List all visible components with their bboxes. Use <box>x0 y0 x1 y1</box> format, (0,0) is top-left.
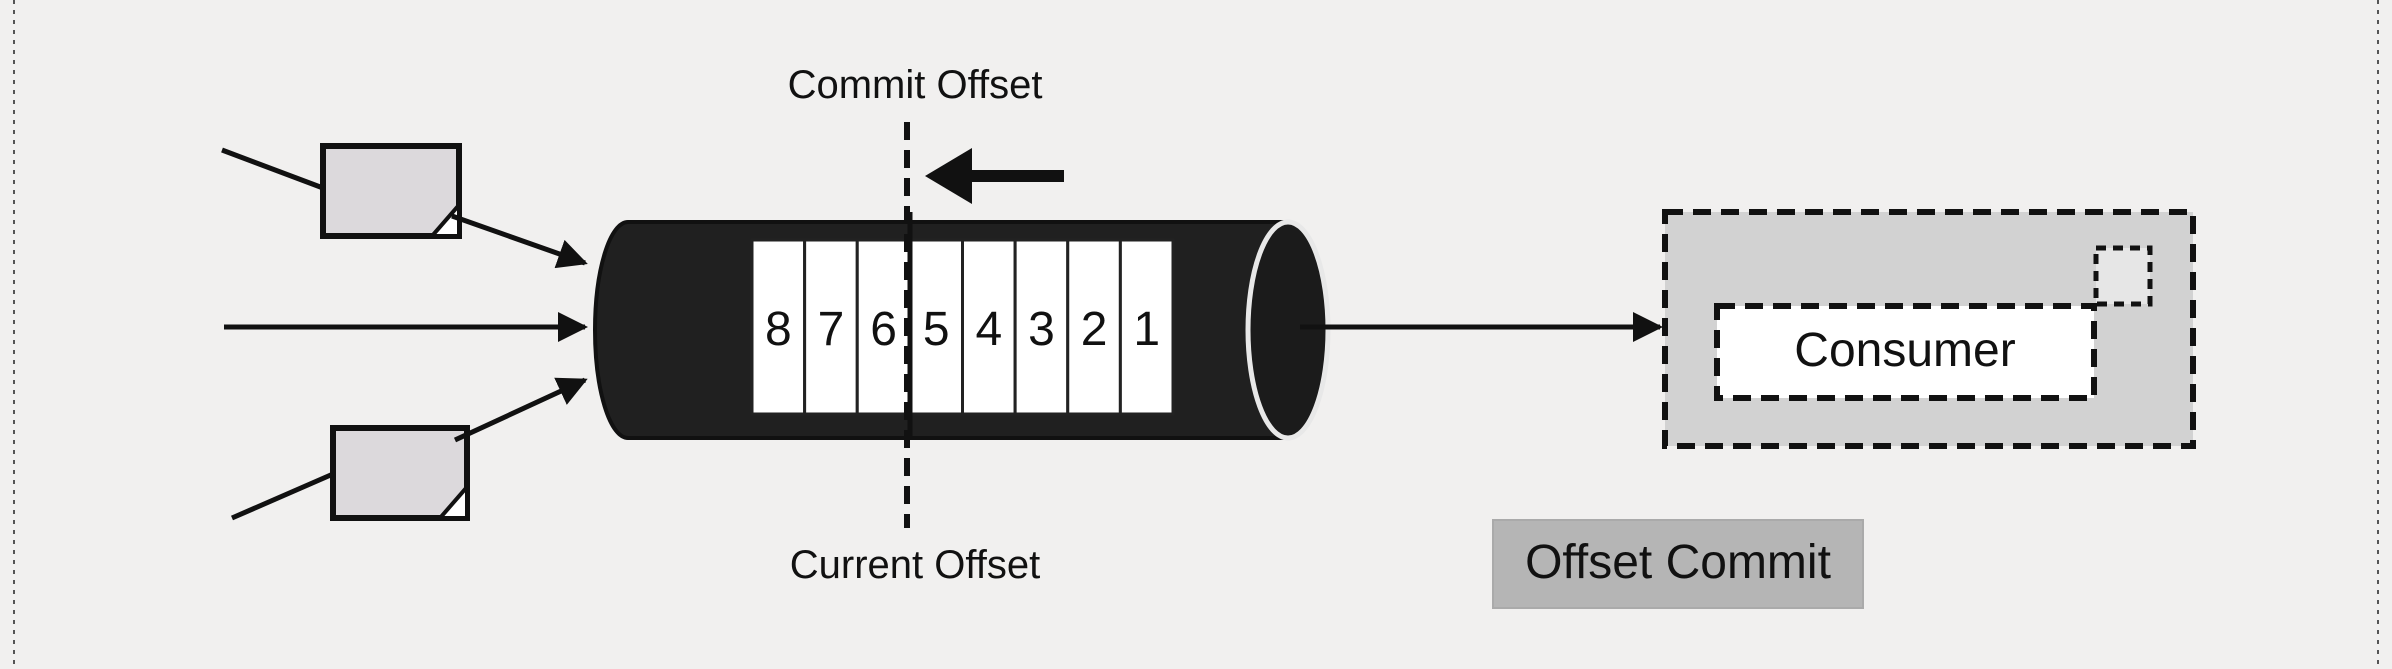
offset-cell <box>803 238 859 416</box>
offset-cell-number: 5 <box>923 303 950 356</box>
offset-cell-number: 8 <box>765 303 792 356</box>
offset-cell-number: 6 <box>870 303 897 356</box>
offset-cell <box>1118 238 1175 416</box>
producer-line-top <box>221 147 324 191</box>
producer-line-bottom <box>231 471 334 521</box>
arrow-bottom-to-topic <box>453 377 588 443</box>
message-card-top <box>320 143 462 239</box>
offset-commit-label: Offset Commit <box>1525 536 1831 589</box>
offset-cell-number: 2 <box>1081 303 1108 356</box>
consumer-small-box <box>2093 245 2153 307</box>
offset-cell-number: 3 <box>1028 303 1055 356</box>
offset-commit-badge: Offset Commit <box>1492 519 1864 609</box>
consumer-box <box>1714 303 2097 401</box>
arrow-top-to-topic <box>451 213 588 269</box>
consumer-label: Consumer <box>1794 324 2015 377</box>
message-card-bottom <box>330 425 470 521</box>
consumer-group: Consumer <box>1662 209 2196 449</box>
offset-cell <box>908 238 964 416</box>
offset-cell <box>855 238 912 416</box>
current-offset-label: Current Offset <box>790 543 1040 587</box>
offset-cell-number: 1 <box>1133 303 1160 356</box>
document-icon-fold <box>435 481 469 520</box>
offset-cell <box>1013 238 1070 416</box>
pipe-end-cap <box>1245 219 1331 441</box>
commit-offset-label: Commit Offset <box>788 63 1043 107</box>
offset-cell-number: 4 <box>975 303 1002 356</box>
offset-cell-number: 7 <box>818 303 845 356</box>
offset-cell <box>750 238 807 416</box>
offset-cell <box>961 238 1017 416</box>
arrow-left-icon <box>925 148 1064 204</box>
